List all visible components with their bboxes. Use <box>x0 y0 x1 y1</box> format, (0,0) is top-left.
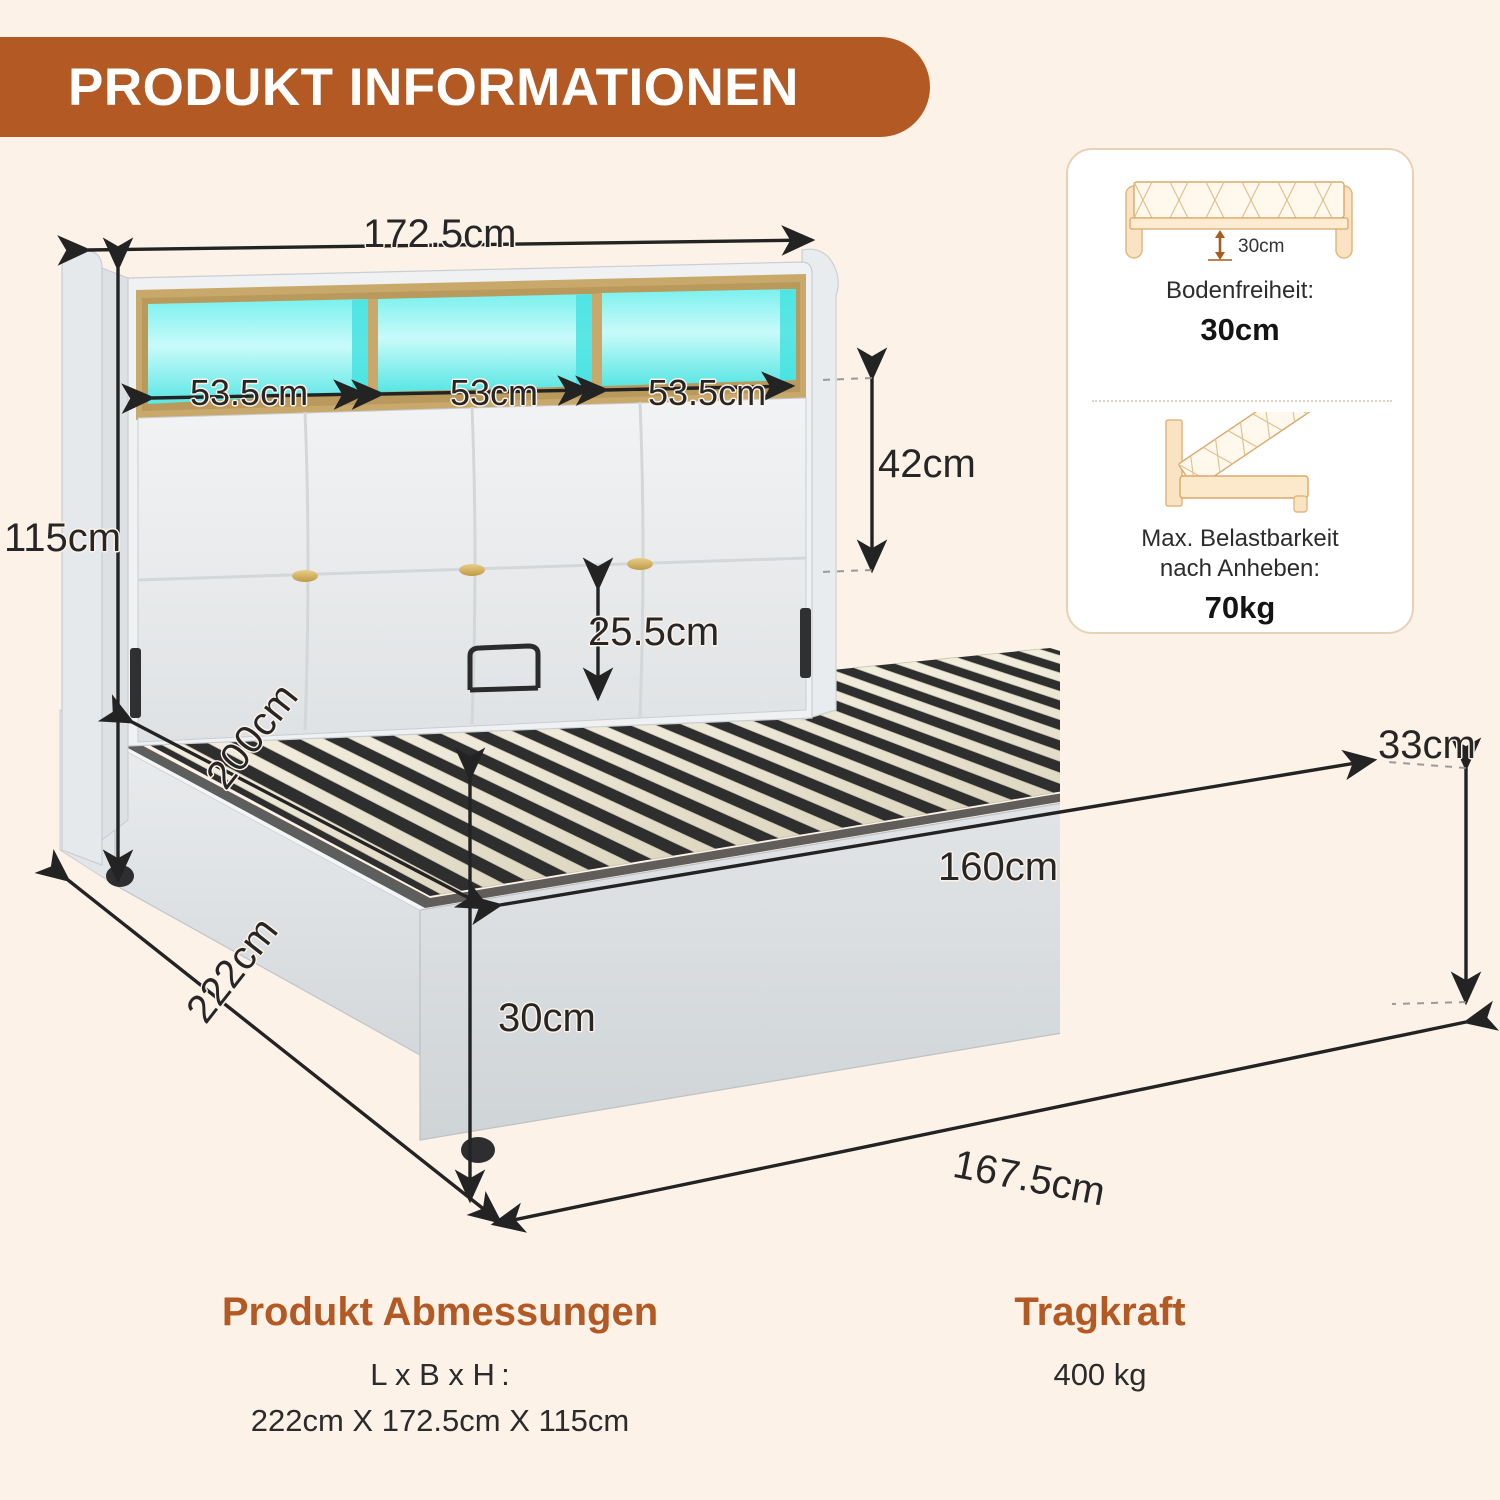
clearance-label: Bodenfreiheit: <box>1165 277 1315 304</box>
product-dimensions-values: 222cm X 172.5cm X 115cm <box>250 1403 630 1438</box>
clearance-value: 30cm <box>1200 312 1280 347</box>
clearance-icon-dimension: 30cm <box>1238 236 1284 257</box>
bed-slat <box>895 661 1060 721</box>
product-dimensions-summary: Produkt Abmessungen L x B x H : 222cm X … <box>100 1290 780 1439</box>
tuft-button <box>459 564 485 576</box>
product-dimensions-title: Produkt Abmessungen <box>221 1290 659 1334</box>
bed-slat <box>853 665 1060 741</box>
dim-headboard-pad-height: 42cm <box>878 442 976 486</box>
dim-total-height: 115cm <box>4 516 122 560</box>
card-divider <box>1092 400 1392 402</box>
load-capacity-value: 400 kg <box>1053 1357 1147 1392</box>
specs-card-section-clearance: 30cm Bodenfreiheit: 30cm <box>1068 164 1412 348</box>
specs-card-section-load: Max. Belastbarkeit nach Anheben: 70kg <box>1068 412 1412 626</box>
product-dimensions-formula: L x B x H : <box>370 1357 510 1392</box>
page-header-banner: PRODUKT INFORMATIONEN <box>0 37 930 137</box>
load-value: 70kg <box>1204 590 1276 625</box>
page-title: PRODUKT INFORMATIONEN <box>68 57 799 117</box>
dim-frame-total-height: 33cm <box>1378 723 1476 767</box>
dim-shelf-left: 53.5cm <box>190 372 309 413</box>
bed-slat <box>978 652 1060 682</box>
bed-foot <box>106 865 134 887</box>
dim-shelf-right: 53.5cm <box>648 372 767 413</box>
tuft-button <box>627 558 653 570</box>
dim-headboard-width: 172.5cm <box>363 212 517 256</box>
load-capacity-title: Tragkraft <box>1014 1290 1186 1334</box>
dim-frame-side-height: 30cm <box>498 996 596 1040</box>
bed-slat <box>936 657 1060 701</box>
dim-frame-width-inner: 160cm <box>938 845 1059 889</box>
led-shelf-right <box>602 289 796 386</box>
load-label: Max. Belastbarkeit nach Anheben: <box>1068 524 1412 584</box>
dim-headboard-to-slats: 25.5cm <box>588 610 720 654</box>
dim-shelf-middle: 53cm <box>450 372 539 413</box>
lift-handle <box>467 643 541 693</box>
load-label-line1: Max. Belastbarkeit <box>1141 525 1339 552</box>
led-shelf-middle <box>378 294 592 392</box>
bed-slat <box>1019 648 1060 665</box>
led-shelf-left <box>148 299 368 404</box>
specs-card: 30cm Bodenfreiheit: 30cm <box>1066 148 1414 634</box>
bed-diagram <box>59 248 1060 1163</box>
load-capacity-summary: Tragkraft 400 kg <box>860 1290 1340 1393</box>
bed-foot <box>461 1137 495 1163</box>
load-label-line2: nach Anheben: <box>1159 555 1321 582</box>
bed-side-clearance-icon: 30cm <box>1068 164 1412 268</box>
bed-lift-up-storage-icon <box>1068 412 1412 516</box>
tuft-button <box>292 570 318 582</box>
